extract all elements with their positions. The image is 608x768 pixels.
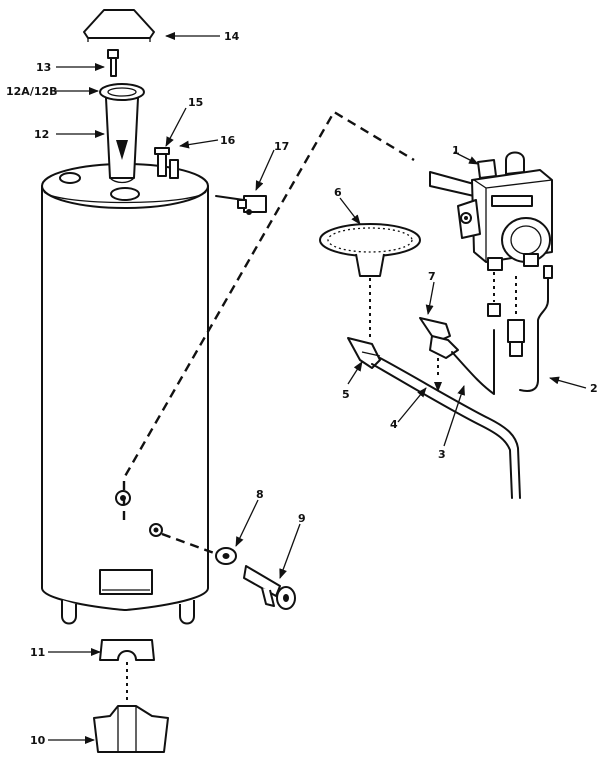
callout-12: 12	[34, 128, 49, 141]
callout-10: 10	[30, 734, 46, 747]
callout-7: 7	[428, 270, 436, 283]
manifold-tube	[371, 357, 521, 499]
callout-3: 3	[438, 448, 446, 461]
callout-6: 6	[334, 186, 342, 199]
pilot-tube	[451, 329, 495, 395]
draft-hood	[83, 9, 155, 42]
thermocouple	[215, 195, 267, 215]
skirt-bracket	[99, 639, 155, 700]
valve-fittings	[487, 272, 525, 357]
callout-14: 14	[224, 30, 240, 43]
gas-control-valve	[429, 151, 553, 271]
flue-bolt	[107, 49, 119, 77]
callout-17: 17	[274, 140, 289, 153]
pilot-assembly	[419, 317, 459, 392]
thermocouple-tube	[519, 265, 553, 392]
callout-11: 11	[30, 646, 45, 659]
callout-16: 16	[220, 134, 236, 147]
water-heater-tank	[41, 163, 209, 625]
callout-9: 9	[298, 512, 306, 525]
callout-5: 5	[342, 388, 350, 401]
callout-12a-12b: 12A/12B	[6, 85, 58, 98]
washer	[161, 532, 237, 565]
flue-baffle	[99, 83, 145, 184]
callout-1: 1	[452, 144, 460, 157]
callout-labels: 1 2 3 4 5 6 7 8 9 10 11 12 12A/12B 13 14…	[6, 30, 598, 747]
callout-4: 4	[390, 418, 398, 431]
callout-8: 8	[256, 488, 264, 501]
callout-2: 2	[590, 382, 598, 395]
orifice-bracket	[347, 337, 381, 369]
base-pad	[93, 705, 169, 753]
assembly-dash-line	[122, 110, 415, 520]
callout-leaders	[48, 32, 587, 744]
callout-15: 15	[188, 96, 203, 109]
callout-13: 13	[36, 61, 51, 74]
drain-valve	[243, 565, 296, 610]
anode-nipple	[154, 147, 179, 179]
burner	[319, 223, 421, 340]
